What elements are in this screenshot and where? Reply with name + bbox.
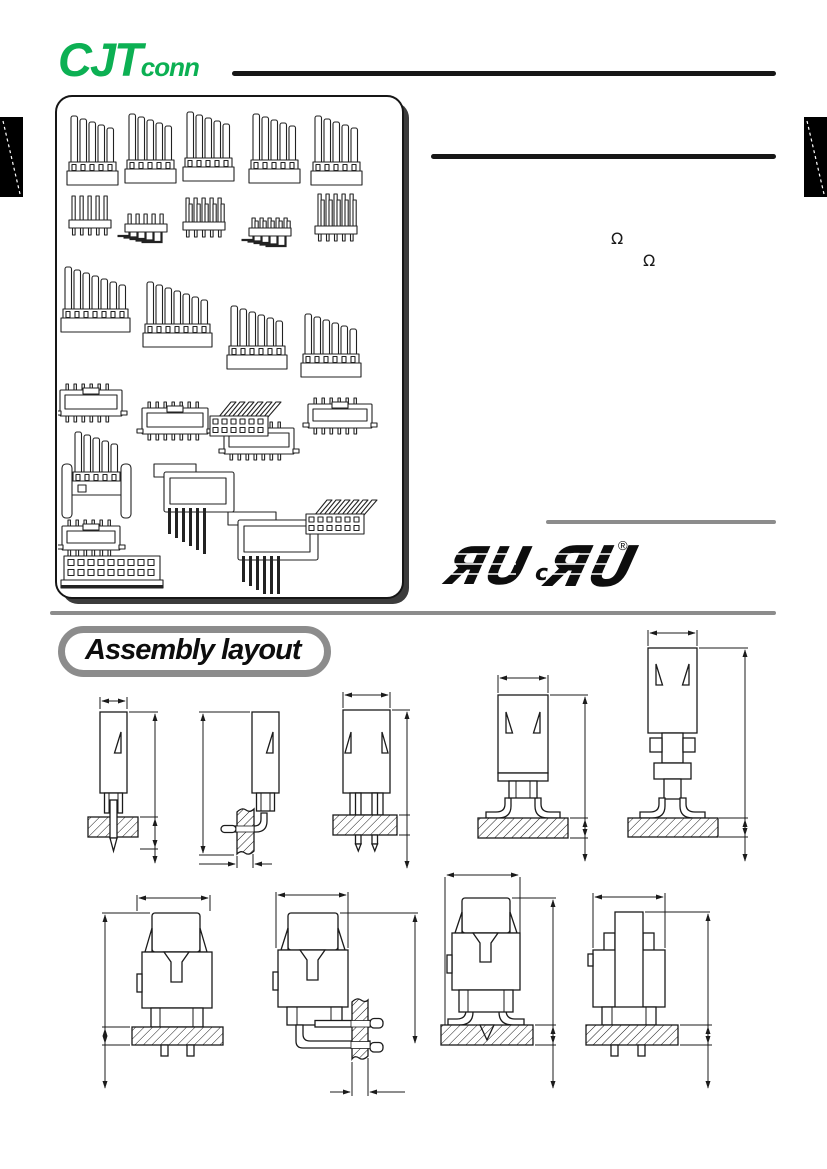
omega-symbol-top: Ω <box>611 229 624 248</box>
tab-diagonal-icon <box>806 120 825 195</box>
ul-marks-icon: ЯU c ЯU ® <box>438 535 643 600</box>
assembly-fig-mated-right-angle <box>272 892 418 1096</box>
assembly-fig-stacking <box>585 893 712 1089</box>
assembly-fig-mated-smt <box>440 872 556 1089</box>
brand-logo-sub: conn <box>140 52 200 82</box>
assembly-fig-smt-stacked <box>627 630 748 862</box>
cert-rule <box>546 520 776 524</box>
cul-c-prefix: c <box>535 561 548 586</box>
assembly-layout-heading: Assembly layout <box>58 626 332 677</box>
assembly-fig-vertical-tht <box>87 697 158 864</box>
omega-symbol-bottom: Ω <box>643 251 656 270</box>
assembly-fig-smt <box>477 675 588 862</box>
assembly-fig-mated-vertical <box>102 895 224 1089</box>
brand-logo: CJTconn <box>58 33 200 86</box>
assembly-layout-title: Assembly layout <box>85 634 301 666</box>
brand-logo-main: CJT <box>58 33 143 86</box>
header-rule <box>232 71 776 76</box>
product-collage-box <box>55 95 404 599</box>
connector-collage-illustration <box>58 111 378 594</box>
divider-rule <box>50 611 776 615</box>
registered-mark: ® <box>618 538 628 553</box>
certification-marks: ЯU c ЯU ® <box>432 528 662 603</box>
page-edge-tab-right <box>804 117 827 197</box>
assembly-fig-vertical-wide-tht <box>332 692 410 869</box>
assembly-fig-right-angle-tht <box>199 711 280 868</box>
page-edge-tab-left <box>0 117 23 197</box>
tab-diagonal-icon <box>2 120 21 195</box>
cul-recognized-icon: ЯU <box>537 535 643 598</box>
assembly-layout-drawings <box>87 630 748 1096</box>
section-rule <box>431 154 776 159</box>
logo-stripe-texture <box>440 553 614 575</box>
ul-recognized-icon: ЯU <box>438 537 536 597</box>
